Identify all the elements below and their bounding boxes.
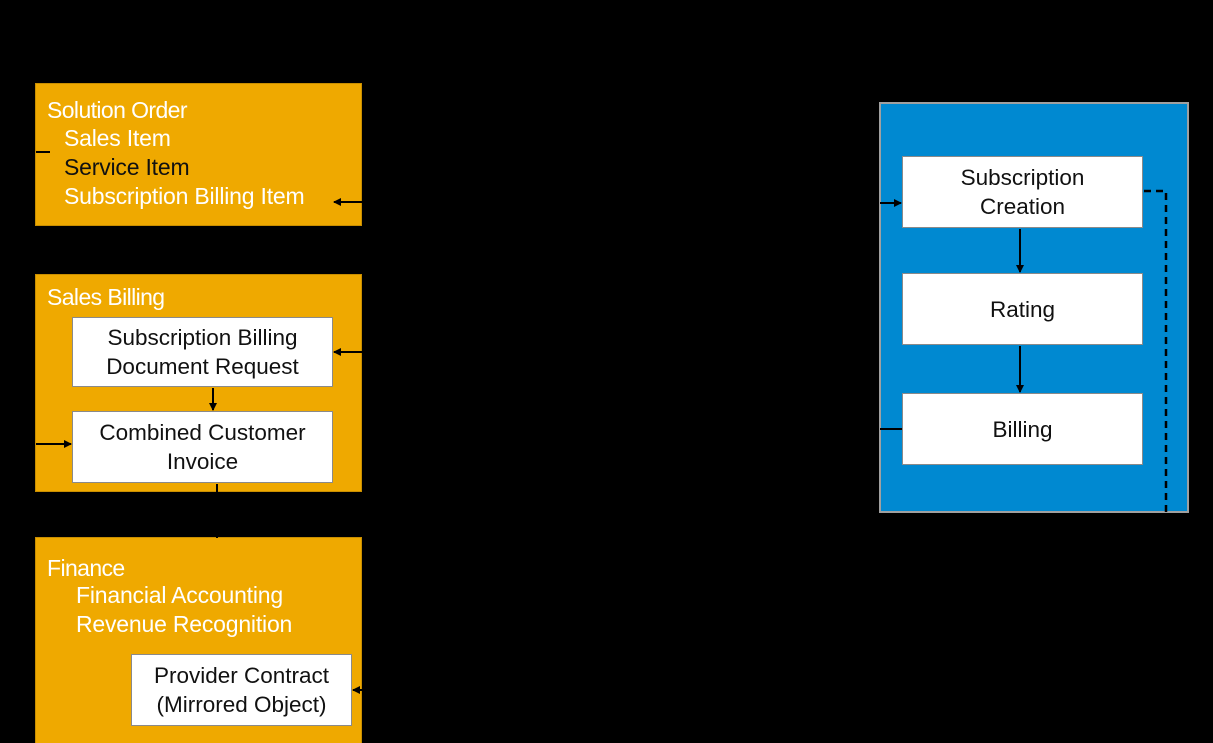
provider-contract-line-2: (Mirrored Object)	[156, 692, 327, 717]
subscription-billing-item-label: Subscription Billing Item	[64, 183, 305, 209]
doc-request-line-1: Subscription Billing	[107, 325, 298, 350]
sales-billing-title: Sales Billing	[47, 284, 165, 310]
invoice-line-2: Invoice	[166, 449, 239, 474]
subscription-creation-box: Subscription Creation	[902, 156, 1143, 228]
billing-label: Billing	[992, 416, 1053, 442]
doc-request-line-2: Document Request	[106, 354, 299, 379]
sales-item-label: Sales Item	[64, 125, 171, 151]
subscription-creation-line-1: Subscription	[960, 165, 1085, 190]
solution-order-title: Solution Order	[47, 97, 188, 123]
combined-customer-invoice-box: Combined Customer Invoice	[72, 411, 333, 483]
finance-title: Finance	[47, 555, 125, 581]
revenue-recognition-label: Revenue Recognition	[76, 611, 293, 637]
invoice-line-1: Combined Customer	[99, 420, 306, 445]
rating-box: Rating	[902, 273, 1143, 345]
subscription-creation-line-2: Creation	[979, 194, 1066, 219]
dashed-connector	[1144, 189, 1168, 512]
provider-contract-line-1: Provider Contract	[153, 663, 330, 688]
rating-label: Rating	[989, 296, 1056, 322]
subscription-billing-document-request-box: Subscription Billing Document Request	[72, 317, 333, 387]
provider-contract-box: Provider Contract (Mirrored Object)	[131, 654, 352, 726]
billing-box: Billing	[902, 393, 1143, 465]
financial-accounting-label: Financial Accounting	[76, 582, 283, 608]
service-item-label: Service Item	[64, 154, 190, 180]
solution-order-panel: Solution Order Sales Item Service Item S…	[35, 83, 362, 226]
